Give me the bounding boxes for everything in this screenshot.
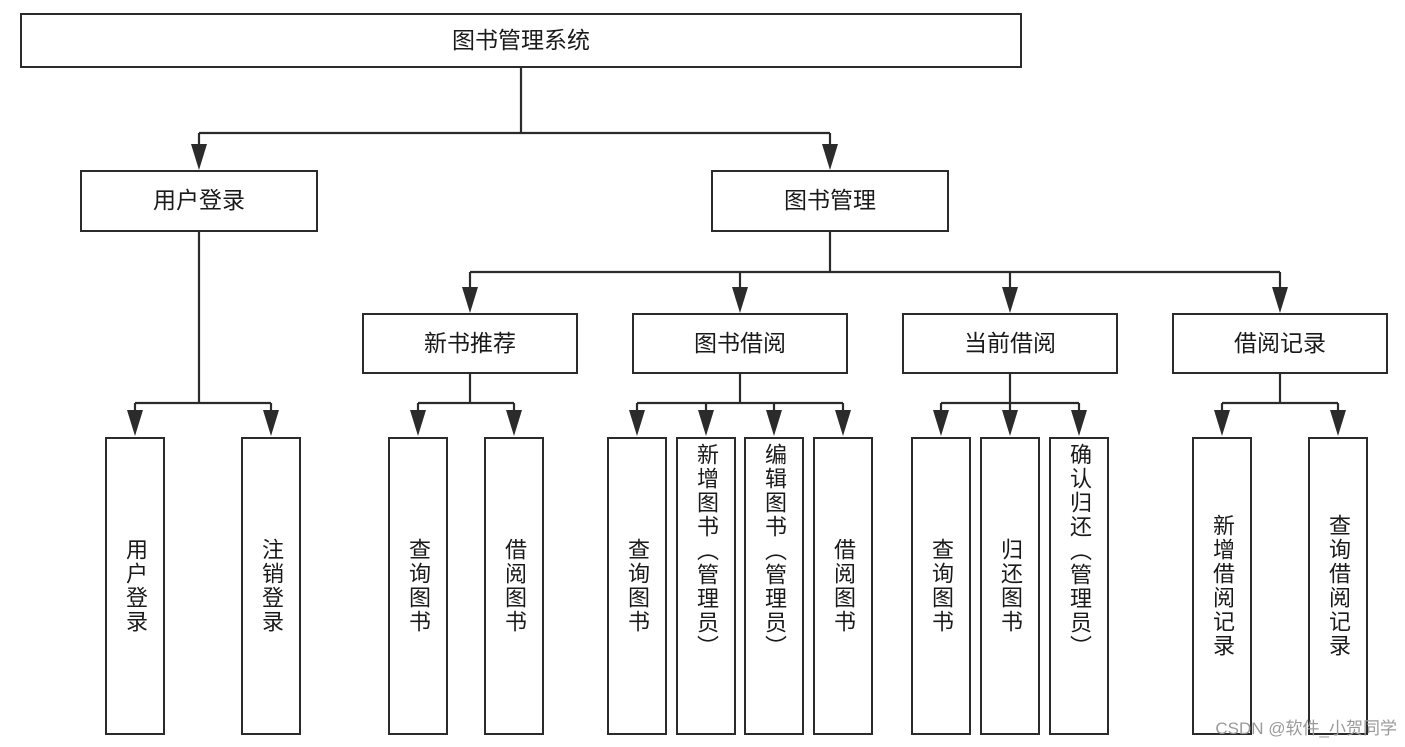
node-label: 新增图书（管理员） [694,443,719,659]
node-label: 借阅记录 [1234,329,1326,356]
node-label: 用户登录 [123,538,148,634]
node-label: 新书推荐 [424,329,516,356]
leaf-query-borrow-record[interactable]: 查询借阅记录 [1308,437,1368,735]
leaf-confirm-return-admin[interactable]: 确认归还（管理员） [1049,437,1109,735]
node-root-system[interactable]: 图书管理系统 [20,13,1022,68]
node-user-login[interactable]: 用户登录 [80,170,318,232]
node-label: 查询借阅记录 [1326,514,1351,658]
leaf-edit-book-admin[interactable]: 编辑图书（管理员） [744,437,804,735]
node-label: 查询图书 [406,538,431,634]
node-book-management[interactable]: 图书管理 [711,170,949,232]
leaf-add-book-admin[interactable]: 新增图书（管理员） [676,437,736,735]
node-label: 用户登录 [153,187,245,214]
leaf-query-book-borrow[interactable]: 查询图书 [607,437,667,735]
leaf-add-borrow-record[interactable]: 新增借阅记录 [1192,437,1252,735]
node-label: 借阅图书 [831,538,856,634]
node-new-book-recommend[interactable]: 新书推荐 [362,313,578,374]
node-label: 图书借阅 [694,329,786,356]
node-label: 图书管理系统 [452,26,590,53]
csdn-watermark: CSDN @软件_小贺同学 [1215,719,1397,738]
leaf-query-book-current[interactable]: 查询图书 [911,437,971,735]
node-label: 查询图书 [625,538,650,634]
node-label: 归还图书 [998,538,1023,634]
node-label: 查询图书 [929,538,954,634]
node-label: 确认归还（管理员） [1067,443,1092,659]
leaf-return-book[interactable]: 归还图书 [980,437,1040,735]
node-label: 注销登录 [259,538,284,634]
leaf-borrow-book[interactable]: 借阅图书 [813,437,873,735]
leaf-borrow-book-newbook[interactable]: 借阅图书 [484,437,544,735]
node-label: 编辑图书（管理员） [762,443,787,659]
leaf-user-login[interactable]: 用户登录 [105,437,165,735]
node-label: 当前借阅 [964,329,1056,356]
node-borrow-record[interactable]: 借阅记录 [1172,313,1388,374]
leaf-user-logout[interactable]: 注销登录 [241,437,301,735]
node-label: 新增借阅记录 [1210,514,1235,658]
node-label: 借阅图书 [502,538,527,634]
node-current-borrow[interactable]: 当前借阅 [902,313,1118,374]
leaf-query-book-newbook[interactable]: 查询图书 [388,437,448,735]
node-label: 图书管理 [784,187,876,214]
node-book-borrow[interactable]: 图书借阅 [632,313,848,374]
